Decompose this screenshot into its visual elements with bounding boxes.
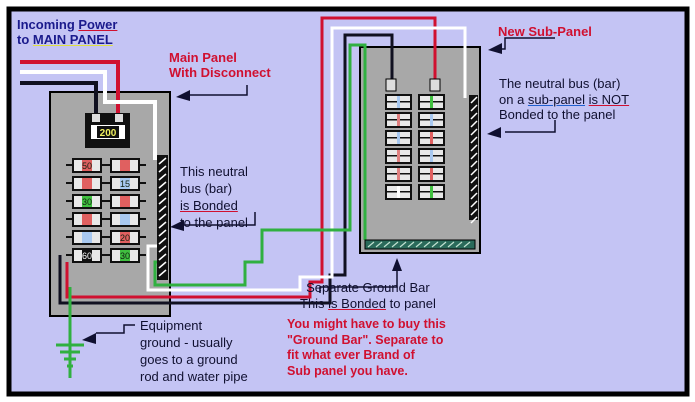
sub-breaker-rows <box>385 94 445 200</box>
breaker-rating: 30 <box>82 197 92 207</box>
breaker-rating: 50 <box>82 161 92 171</box>
breaker-left <box>66 176 108 191</box>
sub-breaker <box>385 112 412 128</box>
sub-panel-label: New Sub-Panel <box>498 24 592 39</box>
breaker-rating: 60 <box>82 251 92 261</box>
ground-symbol-icon <box>56 343 84 368</box>
sub-breaker <box>418 184 445 200</box>
breaker-rating: 15 <box>120 179 130 189</box>
breaker-right <box>104 158 146 173</box>
breaker-rating: 30 <box>120 251 130 261</box>
breaker-left <box>66 230 108 245</box>
sub-breaker <box>385 166 412 182</box>
main-breaker-rating: 200 <box>100 128 117 139</box>
breaker-right: 30 <box>104 248 146 263</box>
incoming-black-wire <box>20 81 98 115</box>
sub-lug-left <box>385 78 397 92</box>
breaker-left: 30 <box>66 194 108 209</box>
sub-breaker <box>385 94 412 110</box>
breaker-right: 20 <box>104 230 146 245</box>
sub-breaker <box>385 148 412 164</box>
sub-breaker <box>385 130 412 146</box>
breaker-left: 60 <box>66 248 108 263</box>
sub-breaker <box>418 130 445 146</box>
sub-breaker <box>418 112 445 128</box>
feeder-white-wire <box>146 26 467 292</box>
sub-ground-bar <box>364 239 476 250</box>
incoming-red-wire <box>20 60 120 115</box>
breaker-left: 50 <box>66 158 108 173</box>
feeder-black-wire <box>58 33 394 305</box>
ground-bar-note: You might have to buy this"Ground Bar". … <box>287 317 446 378</box>
sub-lug-right <box>429 78 441 92</box>
sub-breaker <box>418 148 445 164</box>
feeder-red-wire <box>65 16 437 299</box>
breaker-rating: 20 <box>120 233 130 243</box>
sub-breaker <box>418 94 445 110</box>
incoming-white-wire <box>20 70 157 160</box>
breaker-right <box>104 212 146 227</box>
breaker-right <box>104 194 146 209</box>
sub-breaker <box>385 184 412 200</box>
sub-neutral-label: The neutral bus (bar)on a sub-panel is N… <box>499 76 630 123</box>
breaker-left <box>66 212 108 227</box>
feeder-green-wire <box>153 43 367 287</box>
breaker-right: 15 <box>104 176 146 191</box>
sub-breaker <box>418 166 445 182</box>
main-breaker-rows: 50 15 30 20 60 30 <box>66 158 146 263</box>
